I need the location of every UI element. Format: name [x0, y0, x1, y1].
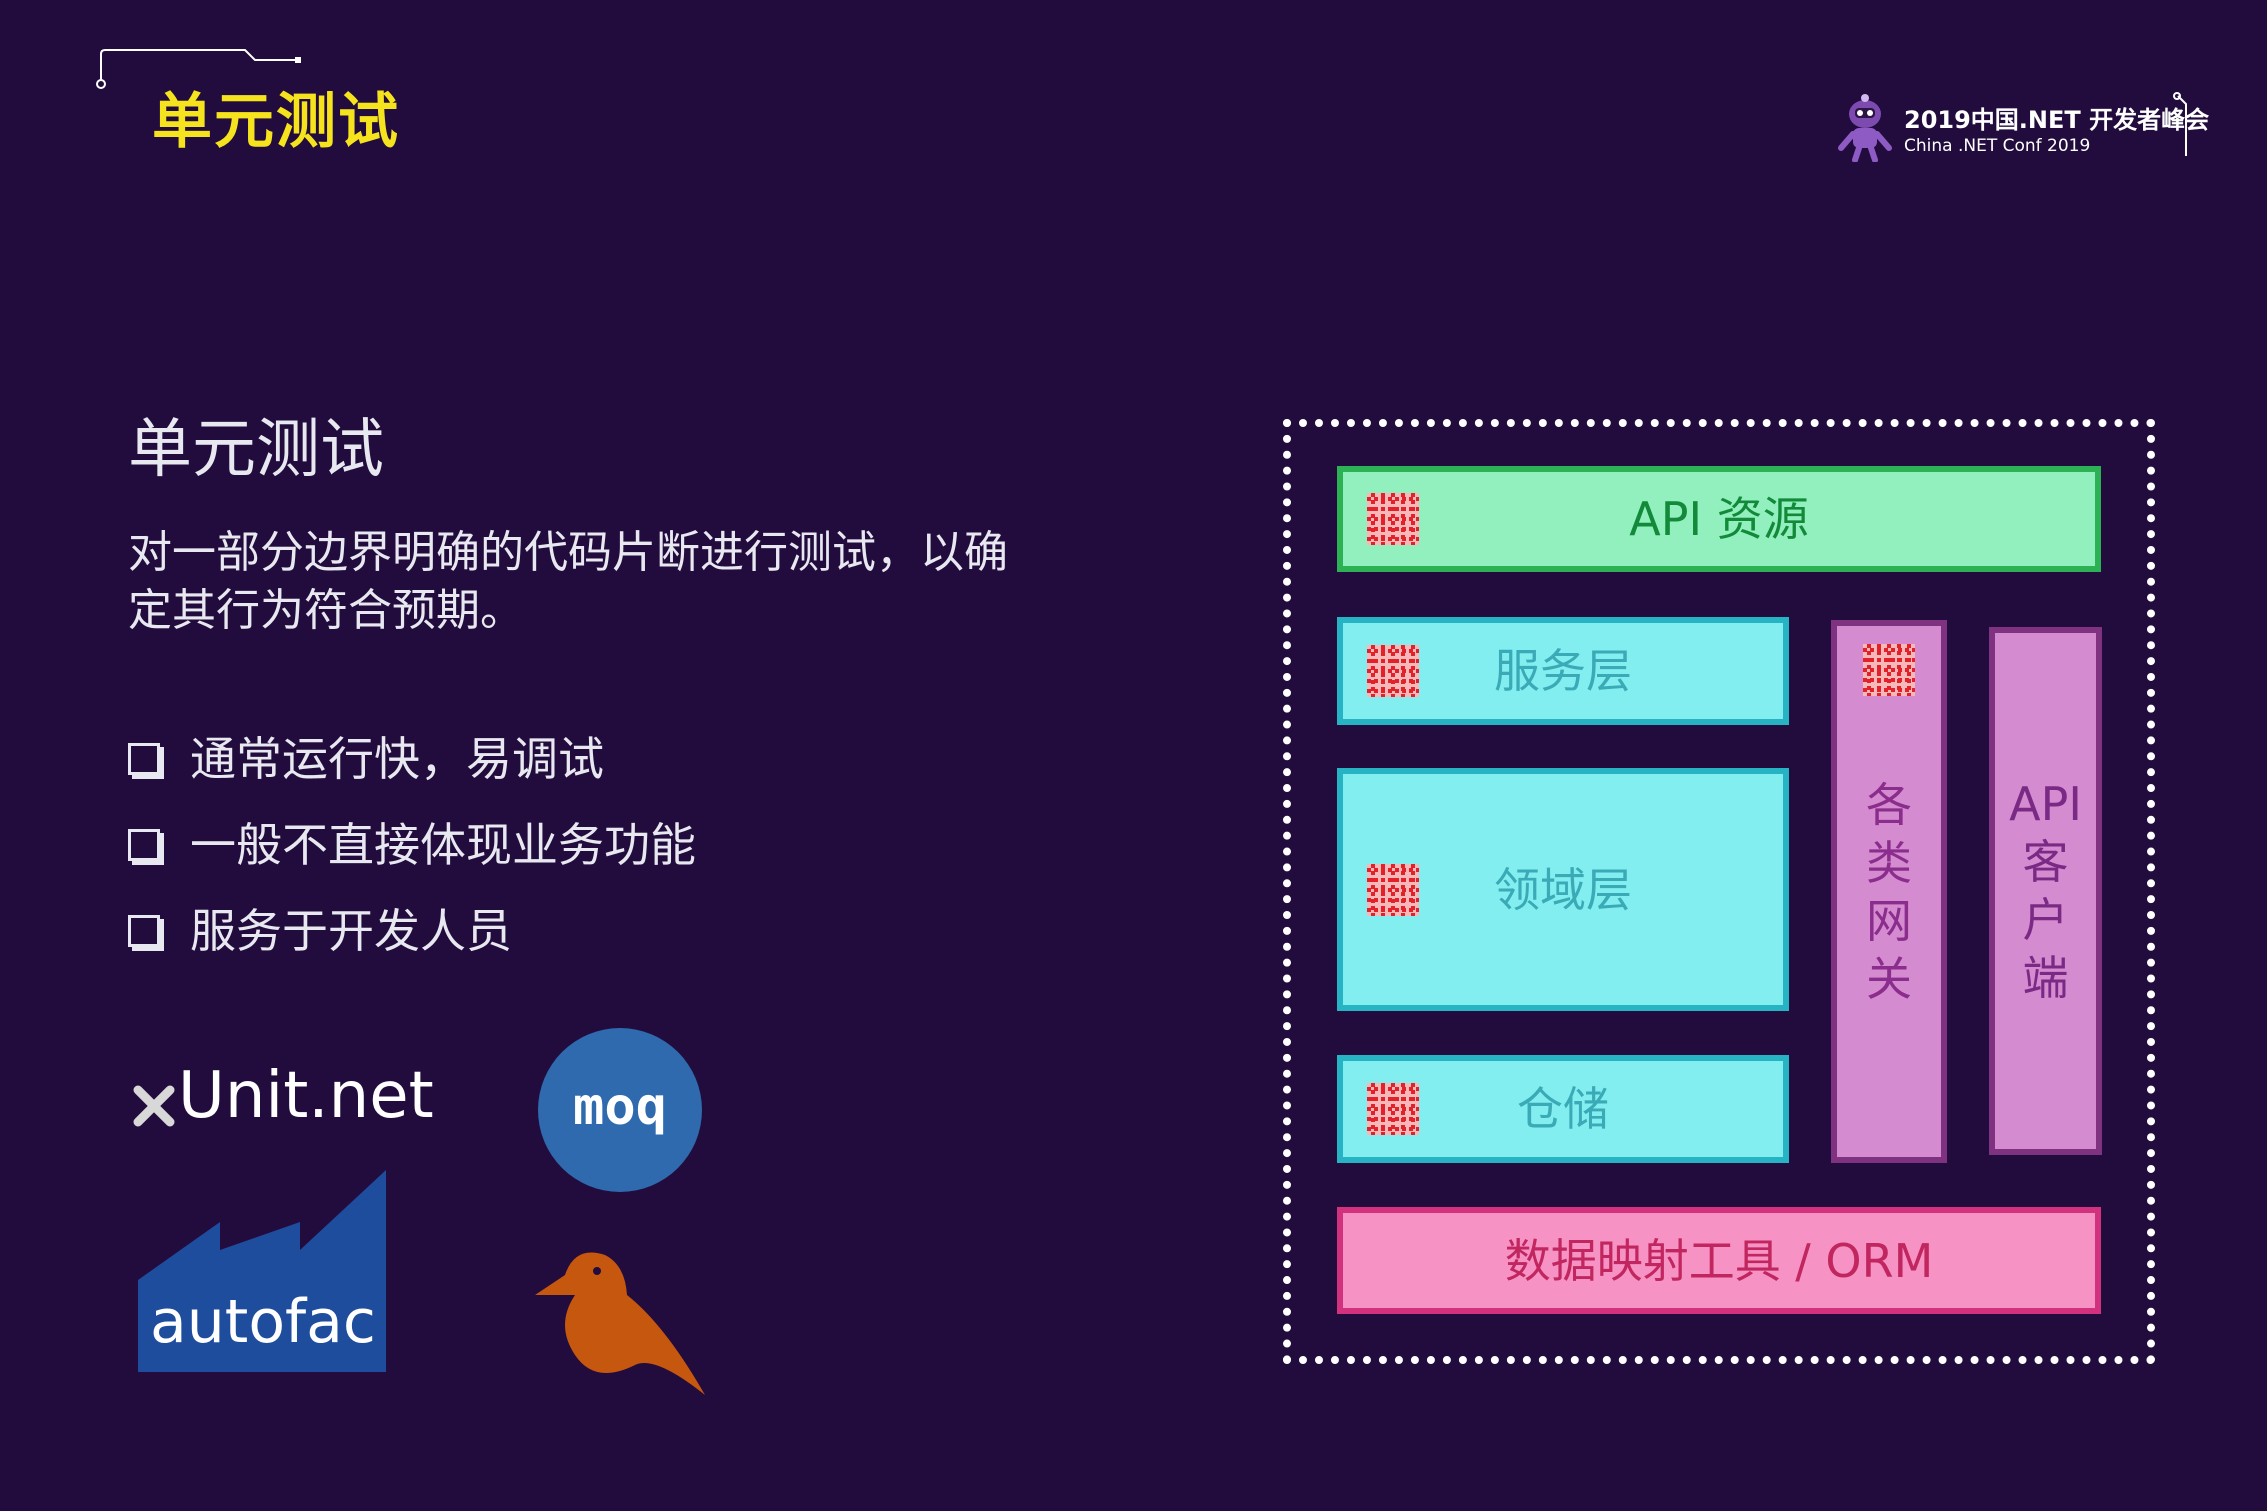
bird-logo-icon: [535, 1252, 705, 1395]
unit-test-marker-icon: [1367, 645, 1419, 697]
label-char: 客: [2022, 835, 2069, 889]
orm-layer: 数据映射工具 / ORM: [1337, 1207, 2101, 1314]
service-layer: 服务层: [1337, 617, 1789, 725]
bullet-item: 一般不直接体现业务功能: [128, 822, 696, 868]
xunit-logo: Unit.net: [128, 1060, 458, 1140]
label-char: 户: [2022, 893, 2069, 947]
api-resource-layer: API 资源: [1337, 466, 2101, 572]
domain-layer: 领域层: [1337, 768, 1789, 1011]
circuit-hook-decoration: [2173, 92, 2187, 156]
factory-icon: [138, 1170, 386, 1372]
checkbox-bullet-icon: [128, 743, 160, 775]
x-mark-icon: [133, 1085, 175, 1127]
bullet-text: 服务于开发人员: [190, 904, 512, 958]
gateway-label: 各 类 网 关: [1866, 776, 1912, 1008]
bullet-text: 一般不直接体现业务功能: [190, 818, 696, 872]
moq-logo: moq: [538, 1028, 702, 1192]
checkbox-bullet-icon: [128, 829, 160, 861]
xunit-logo-text: Unit.net: [178, 1059, 434, 1133]
unit-test-marker-icon: [1367, 864, 1419, 916]
moq-logo-text: moq: [573, 1077, 667, 1137]
label-char: 网: [1866, 893, 1912, 948]
layer-label: 仓储: [1517, 1082, 1609, 1136]
autofac-logo: autofac: [138, 1170, 386, 1372]
diagram-frame: [1283, 419, 2155, 1364]
autofac-logo-text: autofac: [150, 1287, 376, 1357]
header-title: 单元测试: [152, 87, 400, 157]
layer-label: 服务层: [1494, 644, 1632, 698]
circuit-decoration: [96, 49, 301, 89]
label-char: 端: [2022, 951, 2069, 1005]
unit-test-marker-icon: [1367, 1083, 1419, 1135]
dotnet-bot-icon: [1838, 94, 1892, 162]
bullet-item: 服务于开发人员: [128, 908, 512, 954]
section-heading: 单元测试: [128, 413, 384, 487]
layer-label: 领域层: [1494, 862, 1632, 917]
label-char: API: [2009, 777, 2082, 831]
label-char: 关: [1866, 951, 1912, 1006]
layer-label: 数据映射工具 / ORM: [1504, 1233, 1934, 1288]
conference-title: 2019中国.NET 开发者峰会: [1904, 106, 2210, 134]
checkbox-bullet-icon: [128, 915, 160, 947]
api-client-layer: API 客 户 端: [1989, 627, 2102, 1155]
unit-test-marker-icon: [1367, 493, 1419, 545]
bullet-text: 通常运行快，易调试: [190, 732, 604, 786]
bullet-item: 通常运行快，易调试: [128, 736, 604, 782]
repository-layer: 仓储: [1337, 1055, 1789, 1163]
section-description: 对一部分边界明确的代码片断进行测试，以确定其行为符合预期。: [128, 527, 1008, 636]
layer-label: API 资源: [1629, 492, 1809, 546]
unit-test-marker-icon: [1863, 644, 1915, 696]
conference-subtitle: China .NET Conf 2019: [1904, 136, 2091, 156]
gateway-layer: 各 类 网 关: [1831, 620, 1947, 1163]
client-label: API 客 户 端: [2009, 775, 2082, 1007]
label-char: 类: [1866, 835, 1912, 890]
label-char: 各: [1866, 777, 1912, 832]
